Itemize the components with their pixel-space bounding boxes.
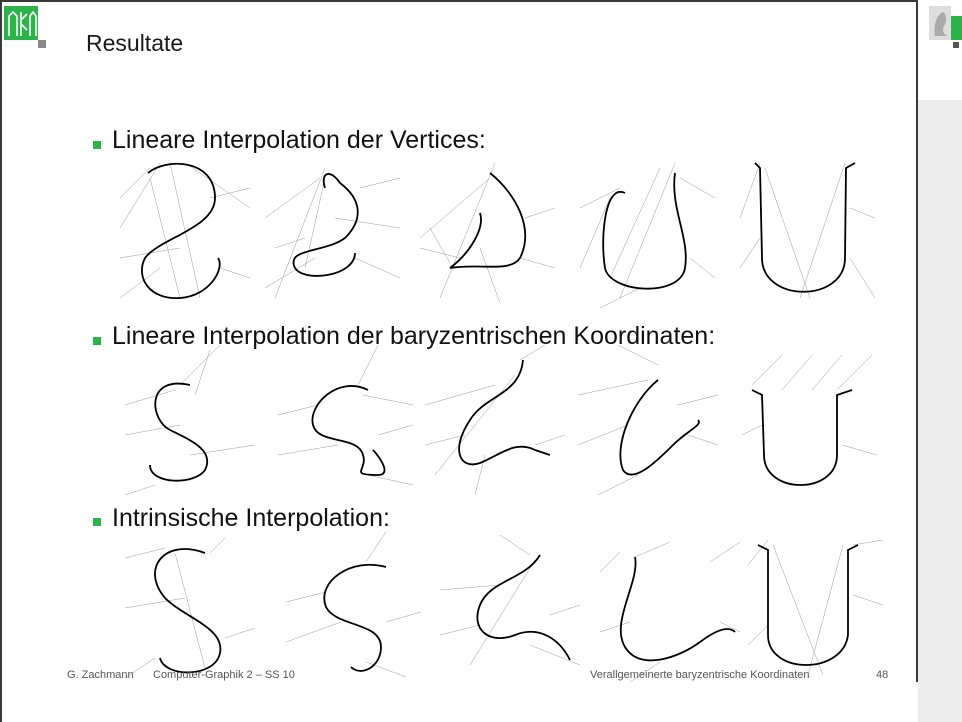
interpolation-figure <box>748 535 883 680</box>
bullet-icon <box>93 337 101 345</box>
interpolation-figure <box>125 538 255 683</box>
frame-left <box>0 0 2 722</box>
interpolation-figure <box>125 345 255 495</box>
section-label: Lineare Interpolation der Vertices: <box>112 126 486 155</box>
sidebar <box>918 0 962 722</box>
portrait-logo-icon <box>929 6 962 48</box>
interpolation-figure <box>425 345 565 495</box>
university-logo-icon <box>4 6 46 48</box>
bullet-icon <box>93 518 101 526</box>
page-number: 48 <box>876 669 888 681</box>
footer-course: Computer-Graphik 2 – SS 10 <box>153 669 295 681</box>
interpolation-figure <box>600 542 740 682</box>
interpolation-figure <box>740 158 875 308</box>
slide-title: Resultate <box>86 30 183 57</box>
footer-topic: Verallgemeinerte baryzentrische Koordina… <box>590 669 810 681</box>
footer-author: G. Zachmann <box>67 669 134 681</box>
interpolation-figure <box>278 345 413 495</box>
bullet-icon <box>93 141 101 149</box>
interpolation-figure <box>440 535 580 680</box>
interpolation-figure <box>120 158 255 308</box>
interpolation-figure <box>420 158 555 308</box>
interpolation-figure <box>286 532 421 682</box>
interpolation-figure <box>742 345 877 495</box>
section-label: Intrinsische Interpolation: <box>112 504 390 533</box>
interpolation-figure <box>580 158 715 308</box>
interpolation-figure <box>578 345 718 495</box>
interpolation-figure <box>265 158 400 308</box>
frame-top <box>0 0 917 2</box>
